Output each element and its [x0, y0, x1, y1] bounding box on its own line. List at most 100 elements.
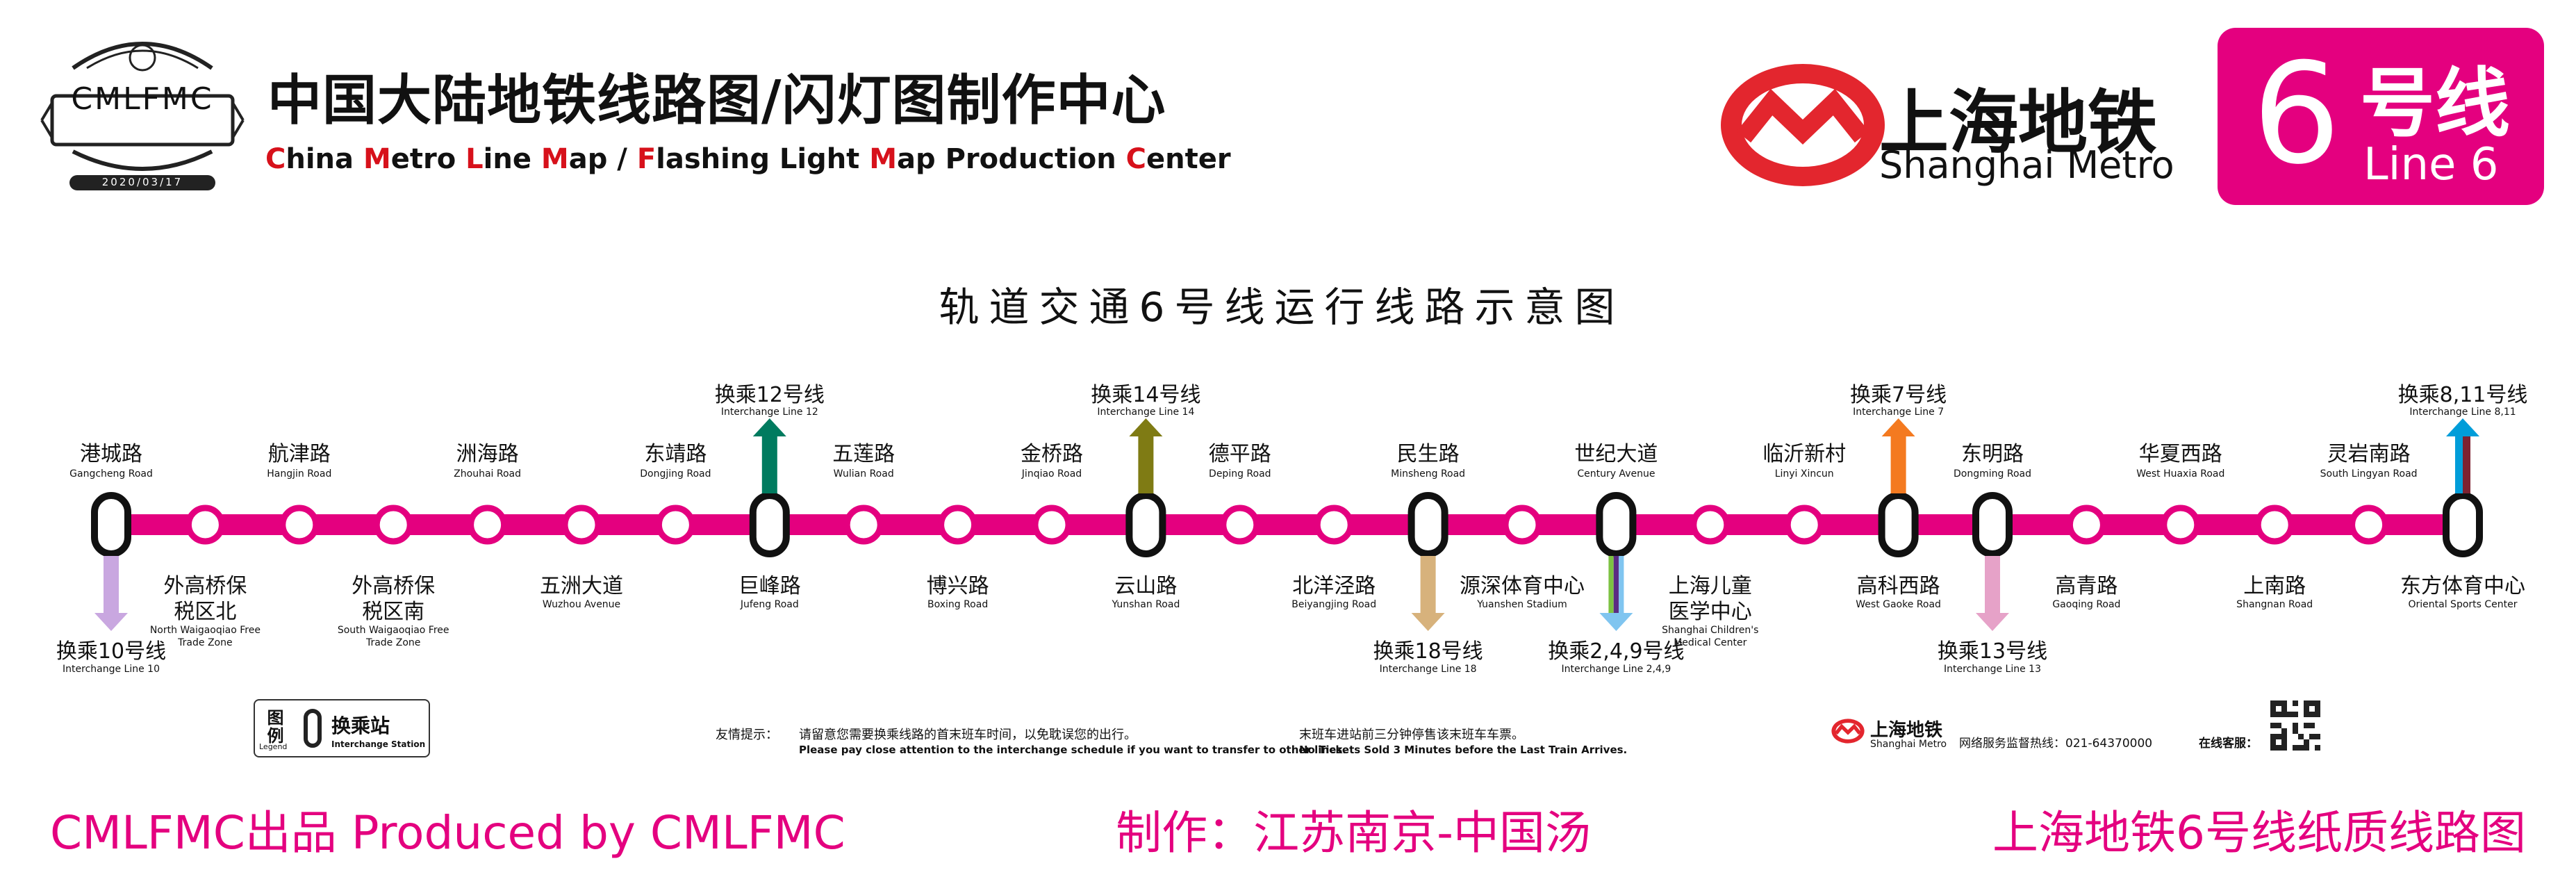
operator-name-en: Shanghai Metro: [1879, 143, 2174, 187]
station-marker: [468, 505, 508, 545]
cmlfmc-emblem: [40, 42, 245, 190]
transfer-arrow-shaft: [1420, 556, 1436, 615]
service-hotline: 网络服务监督热线：021-64370000: [1959, 737, 2153, 751]
station-name: 上海儿童: [1668, 574, 1752, 598]
station-name-en: Shangnan Road: [2236, 599, 2313, 610]
station-marker: [1784, 505, 1824, 545]
station-name: 上南路: [2243, 574, 2306, 598]
station-name: 航津路: [267, 442, 331, 466]
title-word: ap /: [568, 143, 637, 175]
service-online: 在线客服：: [2199, 737, 2258, 751]
transfer-label: 换乘7号线: [1850, 383, 1947, 407]
station-name-en: Minsheng Road: [1391, 468, 1466, 480]
transfer-label-en: Interchange Line 8,11: [2409, 407, 2516, 418]
station-name-en: Yuanshen Stadium: [1477, 599, 1567, 610]
station-name-en: Linyi Xincun: [1774, 468, 1834, 480]
station-name: 临沂新村: [1762, 442, 1847, 466]
station-name-en: Zhouhai Road: [454, 468, 522, 480]
station-name-en: Gangcheng Road: [69, 468, 153, 480]
station-name-en: Dongjing Road: [640, 468, 711, 480]
title-word: etro: [390, 143, 466, 175]
transfer-label-en: Interchange Line 14: [1097, 407, 1195, 418]
transfer-label: 换乘14号线: [1091, 383, 1201, 407]
station-name-en: West Gaoke Road: [1856, 599, 1941, 610]
station-marker: [2066, 505, 2106, 545]
notice-zh-1: 请留意您需要换乘线路的首末班车时间，以免耽误您的出行。: [799, 728, 1137, 742]
title-initial: F: [636, 143, 657, 175]
notice-label: 友情提示：: [716, 728, 778, 742]
station-name: 高科西路: [1856, 574, 1940, 598]
transfer-arrow-shaft: [1608, 556, 1614, 615]
station-name-en: Deping Road: [1209, 468, 1271, 480]
interchange-station-marker: [91, 492, 131, 557]
interchange-station-marker: [1407, 492, 1448, 557]
title-initial: C: [1125, 143, 1147, 175]
station-name: 民生路: [1396, 442, 1460, 466]
transfer-arrow-shaft: [1613, 556, 1619, 615]
station-name-en: Shanghai Children's Medical Center: [1662, 625, 1759, 648]
station-marker: [2349, 505, 2389, 545]
title-word: ine: [483, 143, 541, 175]
transfer-label: 换乘10号线: [56, 639, 167, 664]
footer-right: 上海地铁6号线纸质线路图: [1992, 806, 2526, 860]
line-badge: 6 号线 Line 6: [2218, 28, 2544, 205]
transfer-arrow-shaft: [2455, 434, 2463, 493]
service-name-en: Shanghai Metro: [1870, 739, 1947, 750]
station-marker: [1220, 505, 1260, 545]
transfer-arrow-up-icon: [1881, 418, 1915, 436]
transfer-arrow-shaft: [104, 556, 119, 615]
station-marker: [1502, 505, 1542, 545]
station-name: 五莲路: [832, 442, 895, 466]
transfer-label: 换乘8,11号线: [2397, 383, 2528, 407]
legend-item: 换乘站: [331, 714, 390, 737]
station-name: 五洲大道: [540, 574, 623, 598]
station-marker: [655, 505, 695, 545]
transfer-arrow-down-icon: [1976, 613, 2009, 631]
interchange-station-marker: [1878, 492, 1919, 557]
station-name: 华夏西路: [2138, 442, 2222, 466]
diagram-title: 轨道交通6号线运行线路示意图: [939, 284, 1625, 331]
logo-text: CMLFMC: [71, 81, 214, 117]
station-marker: [938, 505, 978, 545]
station-marker: [2161, 505, 2201, 545]
footer-left: CMLFMC出品 Produced by CMLFMC: [50, 806, 845, 860]
station-name-en: Wuzhou Avenue: [542, 599, 621, 610]
operator-name-zh: 上海地铁: [1879, 82, 2157, 163]
title-word: enter: [1146, 143, 1231, 175]
transfer-label-en: Interchange Line 10: [63, 664, 160, 675]
station-name: 金桥路: [1021, 442, 1083, 466]
logo-date: 2020/03/17: [101, 176, 183, 188]
station-name-en: Yunshan Road: [1112, 599, 1180, 610]
notice-en-2: No Tickets Sold 3 Minutes before the Las…: [1299, 744, 1628, 756]
station-marker: [2254, 505, 2295, 545]
notice-zh-2: 末班车进站前三分钟停售该末班车车票。: [1299, 728, 1524, 742]
line-badge-suffix: 号线: [2360, 60, 2511, 147]
station-name-en: Oriental Sports Center: [2408, 599, 2518, 610]
transfer-arrow-shaft: [1619, 556, 1624, 615]
interchange-symbol-icon: [304, 709, 322, 748]
station-marker: [1690, 505, 1731, 545]
title-initial: M: [869, 143, 898, 175]
line-badge-en: Line 6: [2363, 139, 2499, 190]
transfer-arrow-up-icon: [2446, 418, 2479, 436]
station-name-en: Boxing Road: [927, 599, 989, 610]
footer-center: 制作：江苏南京-中国汤: [1116, 806, 1591, 860]
station-name: 外高桥保: [352, 574, 436, 598]
title-initial: L: [465, 143, 484, 175]
station-name-en: Hangjin Road: [267, 468, 332, 480]
interchange-station-marker: [749, 492, 790, 557]
station-name-en: Dongming Road: [1954, 468, 2031, 480]
station-marker: [561, 505, 602, 545]
transfer-label: 换乘18号线: [1373, 639, 1483, 664]
transfer-arrow-down-icon: [1411, 613, 1445, 631]
station-name: 世纪大道: [1574, 442, 1658, 466]
legend-label: 图例: [264, 709, 283, 745]
title-initial: M: [540, 143, 569, 175]
transfer-arrow-shaft: [1890, 434, 1906, 493]
legend-box: 图例 Legend 换乘站 Interchange Station: [254, 699, 430, 757]
station-name-en: Jinqiao Road: [1021, 468, 1082, 480]
service-name-zh: 上海地铁: [1870, 720, 1943, 741]
notice-en-1: Please pay close attention to the interc…: [799, 744, 1346, 756]
qr-code-icon[interactable]: [2270, 700, 2320, 751]
station-name-en: Century Avenue: [1577, 468, 1656, 480]
